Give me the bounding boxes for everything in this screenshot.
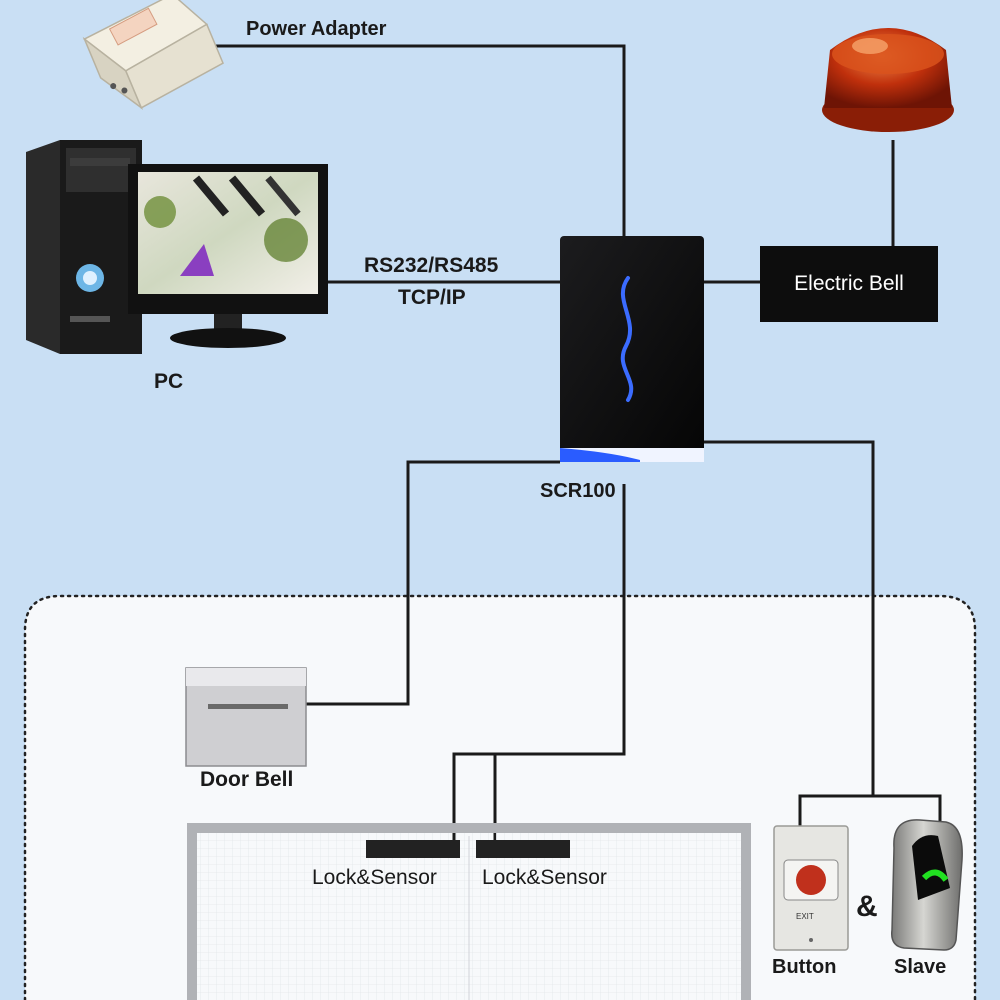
wire-power: [200, 44, 626, 236]
link-tcp-label: TCP/IP: [398, 286, 466, 309]
pc-tower: [26, 140, 142, 354]
power-adapter-label: Power Adapter: [246, 18, 387, 40]
wire-exit: [704, 440, 875, 796]
lock-left: [366, 840, 460, 858]
button-label: Button: [772, 956, 837, 978]
door-bell-device: [185, 667, 307, 767]
wire-lock: [452, 484, 626, 848]
pc-label: PC: [154, 370, 184, 393]
link-serial-label: RS232/RS485: [364, 254, 499, 277]
reader-label: SCR100: [540, 480, 616, 502]
lock-sensor-right-label: Lock&Sensor: [482, 866, 607, 889]
slave-label: Slave: [894, 956, 947, 978]
lock-sensor-left-label: Lock&Sensor: [312, 866, 437, 889]
power-adapter: [82, 0, 224, 110]
pc-monitor: [128, 164, 328, 348]
wires: [200, 44, 942, 848]
door: [187, 823, 751, 1000]
lock-right: [476, 840, 570, 858]
wire-doorbell: [305, 460, 560, 706]
exit-text: EXIT: [796, 912, 814, 921]
electric-bell-box: [760, 246, 938, 322]
wire-exit-branch: [798, 794, 942, 828]
door-bell-label: Door Bell: [200, 768, 294, 791]
siren: [822, 28, 954, 132]
slave-reader: [891, 819, 963, 951]
electric-bell-label: Electric Bell: [794, 272, 904, 295]
ampersand-label: &: [856, 890, 878, 923]
exit-button-device: [773, 825, 849, 951]
reader-scr100: [560, 236, 704, 462]
